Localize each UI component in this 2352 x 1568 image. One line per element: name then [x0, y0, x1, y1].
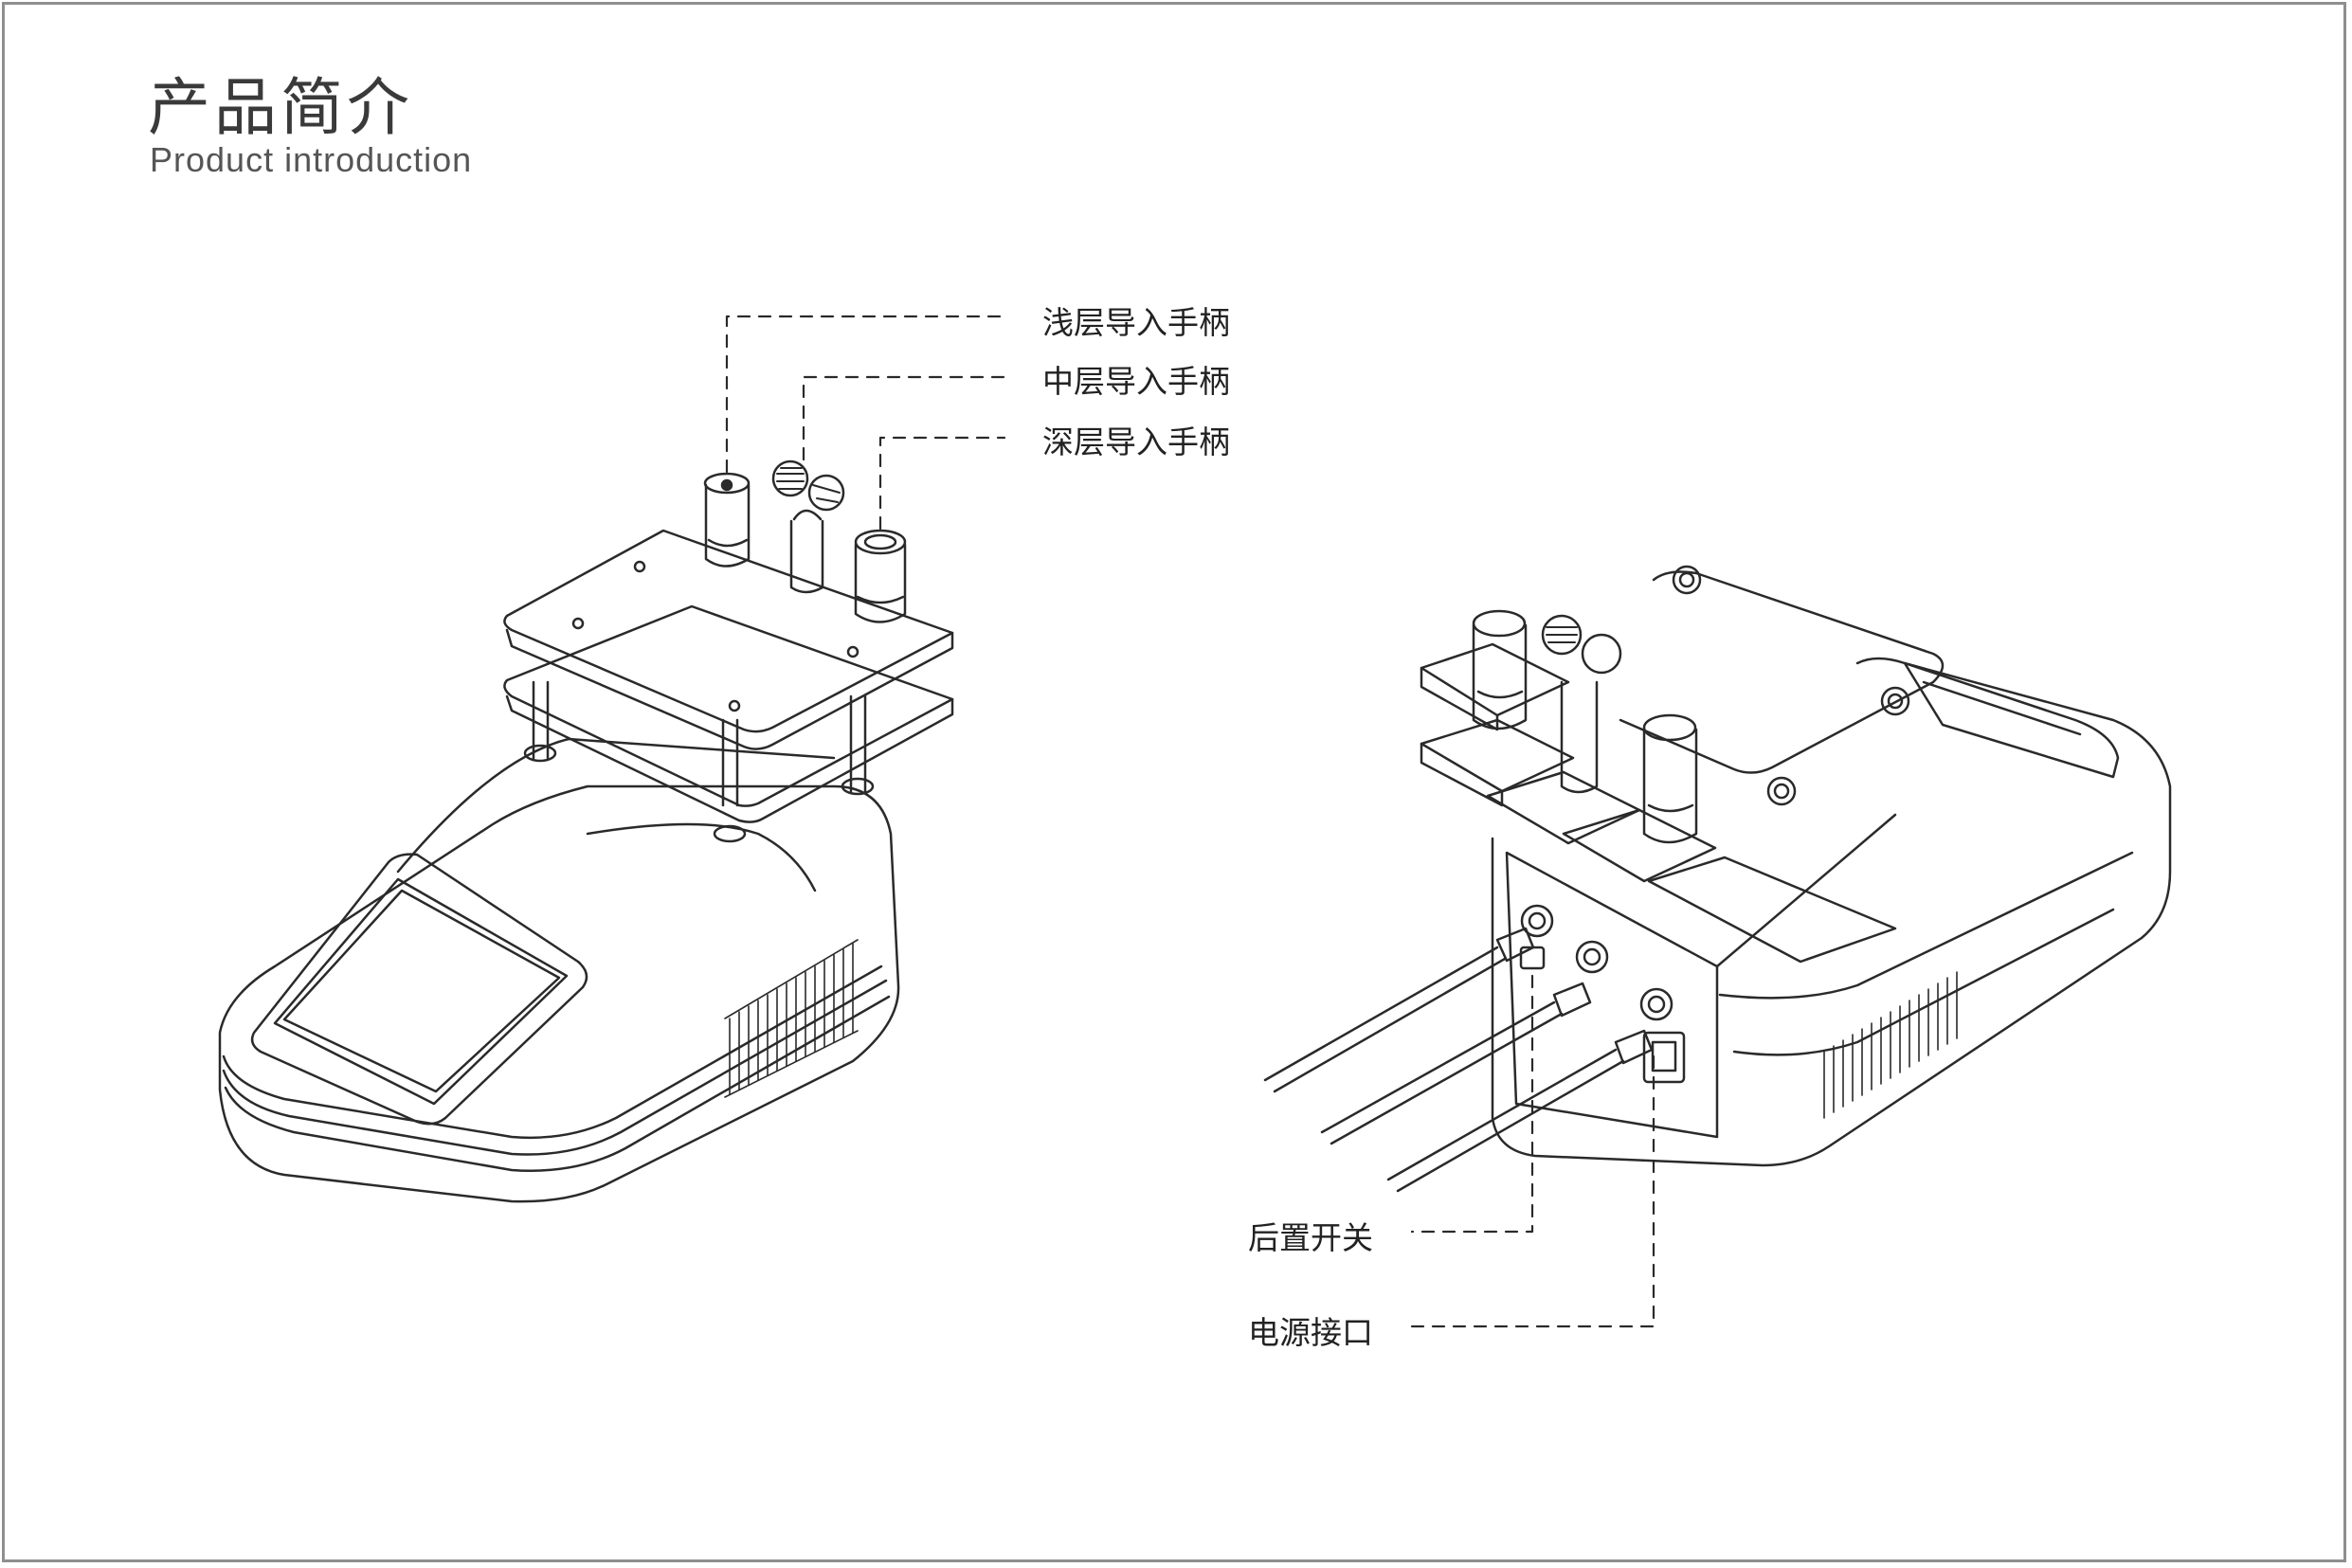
shallow-handle-front [703, 472, 751, 568]
deep-handle-front [854, 529, 907, 623]
device-front-view [218, 460, 954, 1203]
page-subtitle: Product introduction [150, 140, 473, 179]
callout-power-port: 电源接口 [1248, 1314, 1373, 1351]
vent-grill-rear [1823, 971, 1958, 1119]
rear-connectors [1519, 904, 1686, 1084]
callout-middle-handle: 中层导入手柄 [1042, 363, 1230, 400]
cables [1263, 927, 1654, 1193]
device-rear-view [1263, 565, 2172, 1193]
callout-lines-bottom [1410, 974, 1655, 1328]
callout-shallow-handle: 浅层导入手柄 [1042, 304, 1230, 341]
callout-rear-switch: 后置开关 [1248, 1219, 1373, 1256]
page-title: 产品简介 [148, 71, 413, 144]
vent-grill-front [724, 939, 859, 1098]
callout-lines-top [725, 315, 1006, 531]
handles-rear [1472, 609, 1698, 844]
middle-handle-front [771, 460, 845, 594]
callout-deep-handle: 深层导入手柄 [1042, 424, 1230, 460]
